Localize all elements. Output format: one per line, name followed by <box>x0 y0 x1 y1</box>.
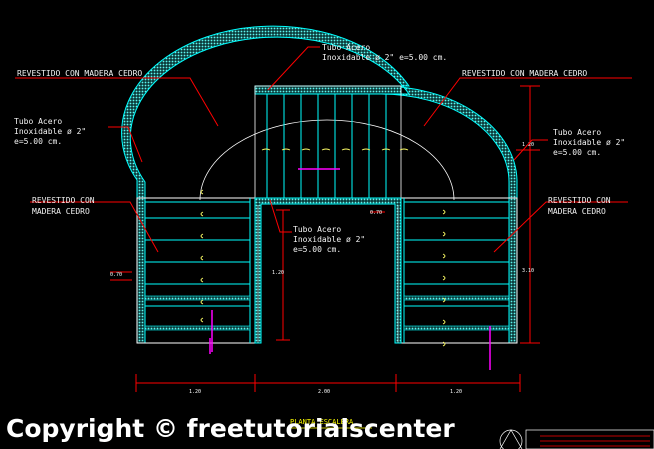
inner-arch <box>199 119 455 201</box>
label-tubo-left-3: e=5.00 cm. <box>14 137 62 146</box>
tread-hatch-left <box>144 295 510 331</box>
label-revestido-mid-right-1: REVESTIDO CON <box>548 196 611 205</box>
dim-center-width: 0.70 <box>370 210 382 216</box>
label-revestido-mid-left-2: MADERA CEDRO <box>32 207 90 216</box>
label-tubo-center-3: e=5.00 cm. <box>293 245 341 254</box>
label-tubo-right-1: Tubo Acero <box>553 128 601 137</box>
right-flight <box>397 197 518 344</box>
label-revestido-top-right: REVESTIDO CON MADERA CEDRO <box>462 69 587 78</box>
direction-arrows <box>110 211 385 281</box>
title-block <box>499 429 654 449</box>
baluster-symbols <box>200 148 446 347</box>
dim-right-vertical: 3.10 <box>522 268 534 274</box>
label-revestido-top-left: REVESTIDO CON MADERA CEDRO <box>17 69 142 78</box>
label-tubo-center-1: Tubo Acero <box>293 225 341 234</box>
dim-center-height: 1.20 <box>272 270 284 276</box>
label-tubo-center-2: Inoxidable ø 2" <box>293 235 365 244</box>
label-tubo-top-1: Tubo Acero <box>322 43 370 52</box>
label-tubo-top-2: Inoxidable ø 2" e=5.00 cm. <box>322 53 447 62</box>
well-railing <box>254 197 402 344</box>
label-tubo-right-3: e=5.00 cm. <box>553 148 601 157</box>
dim-bottom-middle: 2.00 <box>318 389 330 395</box>
leader-lines <box>15 46 632 253</box>
dim-bottom-left: 1.20 <box>189 389 201 395</box>
left-flight <box>136 197 258 344</box>
dim-bottom-right: 1.20 <box>450 389 462 395</box>
drawing-title: PLANTA ESCALERA <box>290 418 354 426</box>
label-tubo-right-2: Inoxidable ø 2" <box>553 138 625 147</box>
label-revestido-mid-left-1: REVESTIDO CON <box>32 196 95 205</box>
label-tubo-left-1: Tubo Acero <box>14 117 62 126</box>
label-tubo-left-2: Inoxidable ø 2" <box>14 127 86 136</box>
magenta-accents <box>209 168 491 370</box>
dim-left-width: 0.70 <box>110 272 122 278</box>
label-revestido-mid-right-2: MADERA CEDRO <box>548 207 606 216</box>
railing-band <box>121 25 518 344</box>
landing-balusters <box>254 85 402 199</box>
copyright-watermark: Copyright © freetutorialscenter <box>6 414 455 443</box>
